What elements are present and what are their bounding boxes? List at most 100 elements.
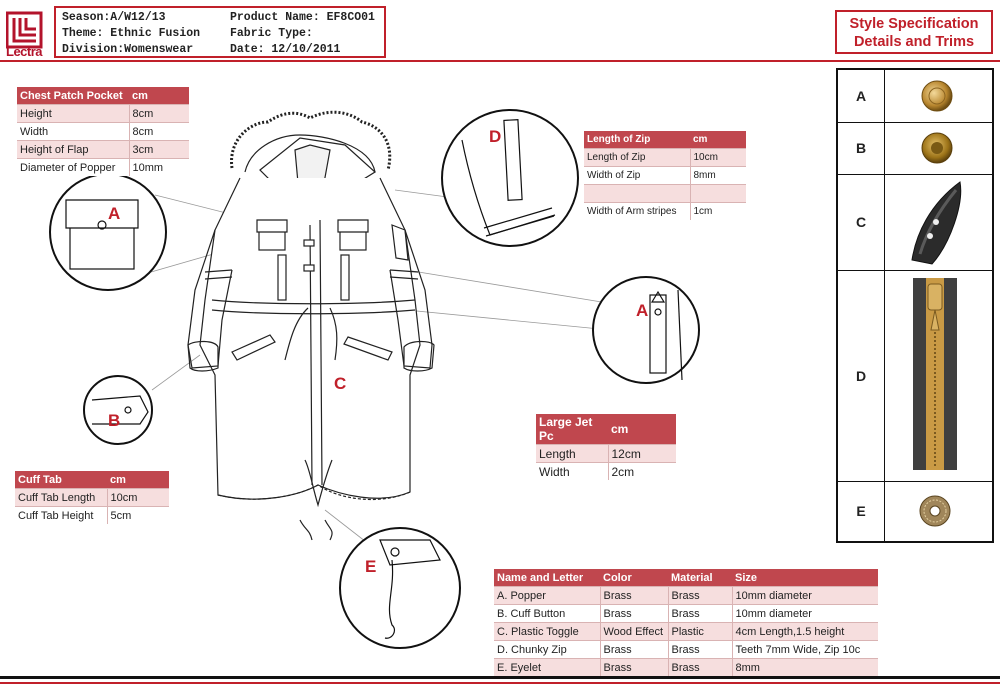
table-header: Cuff Tab <box>15 471 107 489</box>
eyelet-icon <box>919 495 951 527</box>
table-header: cm <box>690 131 746 149</box>
product-name-field: Product Name: EF8CO01 <box>230 11 375 24</box>
table-cell: C. Plastic Toggle <box>494 622 600 641</box>
trim-row-b: B <box>838 122 992 175</box>
top-divider <box>0 60 1000 62</box>
table-header: cm <box>107 471 169 489</box>
fabric-type-field: Fabric Type: <box>230 27 313 40</box>
table-header: Large Jet Pc <box>536 414 608 445</box>
logo-wordmark: Lectra <box>6 44 43 59</box>
table-cell: D. Chunky Zip <box>494 640 600 659</box>
table-cell: Width <box>536 462 608 480</box>
table-cell: Teeth 7mm Wide, Zip 10c <box>731 640 878 659</box>
detail-circle-d-zip <box>441 109 579 247</box>
trim-row-d: D <box>838 270 992 482</box>
table-cell: Brass <box>667 640 732 659</box>
trims-list-table: Name and Letter Color Material Size A. P… <box>494 569 878 676</box>
table-cell: A. Popper <box>494 586 600 605</box>
table-cell: 10cm <box>689 148 746 167</box>
table-cell: Height <box>17 104 129 123</box>
callout-a-popper: A <box>636 301 649 320</box>
table-cell: Brass <box>667 604 732 623</box>
popper-icon <box>921 80 953 112</box>
table-header: Size <box>732 569 878 587</box>
cuff-button-icon <box>921 132 953 164</box>
callout-a-pocket: A <box>108 204 121 223</box>
callout-e-eyelet: E <box>365 557 377 576</box>
table-cell: Brass <box>599 586 668 605</box>
table-cell: 10cm <box>106 488 169 507</box>
table-cell: Length <box>536 444 608 463</box>
table-cell: Plastic <box>667 622 732 641</box>
trim-row-c: C <box>838 174 992 271</box>
table-cell: E. Eyelet <box>494 658 600 676</box>
table-row <box>584 184 746 203</box>
table-cell <box>689 184 746 203</box>
table-cell: 8mm <box>731 658 878 676</box>
detail-circle-a-pocket <box>49 173 167 291</box>
table-cell: 10mm diameter <box>731 586 878 605</box>
table-cell: 10mm diameter <box>731 604 878 623</box>
callout-d-zip: D <box>489 127 502 146</box>
page-title-line2: Details and Trims <box>853 34 975 50</box>
trim-letter: E <box>838 481 885 541</box>
trim-letter: A <box>838 70 885 122</box>
table-cell: Brass <box>667 586 732 605</box>
horn-toggle-icon <box>911 181 962 265</box>
detail-circle-b-cuff <box>83 375 153 445</box>
theme-field: Theme: Ethnic Fusion <box>62 27 201 40</box>
table-header: Name and Letter <box>494 569 600 587</box>
table-cell: Width <box>17 122 129 141</box>
table-cell: Cuff Tab Length <box>15 488 107 507</box>
trim-row-a: A <box>838 70 992 123</box>
table-cell: Brass <box>599 640 668 659</box>
callout-c-toggle: C <box>334 374 347 393</box>
division-field: Division:Womenswear <box>62 43 194 56</box>
table-header: Material <box>668 569 732 587</box>
table-cell: Wood Effect <box>599 622 668 641</box>
table-cell: B. Cuff Button <box>494 604 600 623</box>
detail-circle-a2-popper <box>592 276 700 384</box>
date-field: Date: 12/10/2011 <box>230 43 341 56</box>
trim-letter: C <box>838 174 885 270</box>
table-cell: Diameter of Popper <box>17 158 129 176</box>
table-cell: 5cm <box>106 506 169 524</box>
trim-row-e: E <box>838 481 992 541</box>
trims-panel: A B C D E <box>836 68 994 543</box>
table-cell <box>584 184 690 203</box>
season-field: Season:A/W12/13 <box>62 11 166 24</box>
table-header: cm <box>608 414 676 445</box>
header-info-box: Season:A/W12/13 Theme: Ethnic Fusion Div… <box>54 6 386 58</box>
table-header: Color <box>600 569 668 587</box>
table-cell: Length of Zip <box>584 148 690 167</box>
table-cell: Width of Zip <box>584 166 690 185</box>
table-header: Chest Patch Pocket <box>17 87 129 105</box>
table-cell: Brass <box>667 658 732 676</box>
trim-letter: B <box>838 122 885 174</box>
table-cell: 1cm <box>689 202 746 220</box>
table-cell: 4cm Length,1.5 height <box>731 622 878 641</box>
table-cell: Height of Flap <box>17 140 129 159</box>
bottom-divider <box>0 676 1000 679</box>
table-cell: 12cm <box>607 444 676 463</box>
page-title-line1: Style Specification <box>849 16 979 32</box>
chunky-zip-icon <box>913 278 957 470</box>
table-cell: 8mm <box>689 166 746 185</box>
table-header: cm <box>129 87 189 105</box>
